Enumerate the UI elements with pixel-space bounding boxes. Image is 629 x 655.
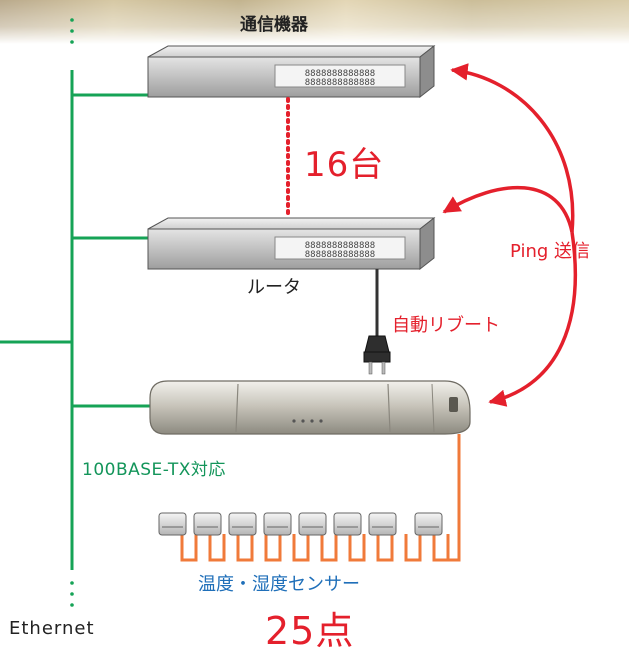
communication-device: 8888888888888 8888888888888 (147, 44, 436, 99)
sensor-icon (158, 512, 187, 536)
svg-text:8888888888888: 8888888888888 (305, 241, 375, 251)
device-count-label: 16台 (304, 145, 385, 185)
sensor-icon (228, 512, 257, 536)
sensor-icon (263, 512, 292, 536)
sensor-cable (180, 434, 461, 562)
ethernet-backbone (0, 18, 152, 607)
sensor-row (158, 512, 443, 536)
sensor-count-label: 25点 (265, 609, 355, 653)
sensor-icon (298, 512, 327, 536)
monitoring-device (149, 380, 471, 435)
ping-arrows (442, 63, 578, 407)
power-plug-icon (363, 269, 391, 375)
svg-text:8888888888888: 8888888888888 (305, 78, 375, 88)
sensor-icon (368, 512, 397, 536)
sensor-label: 温度・湿度センサー (198, 574, 360, 595)
sensor-icon (414, 512, 443, 536)
sensor-icon (333, 512, 362, 536)
device-title: 通信機器 (240, 15, 308, 35)
svg-text:8888888888888: 8888888888888 (305, 69, 375, 79)
background-photo-strip (0, 0, 629, 44)
sensor-icon (193, 512, 222, 536)
ethernet-compat-label: 100BASE-TX対応 (82, 460, 226, 480)
router-label: ルータ (247, 277, 301, 298)
ethernet-label: Ethernet (9, 618, 95, 639)
ping-label: Ping 送信 (510, 241, 591, 262)
router: 8888888888888 8888888888888 (147, 216, 436, 271)
auto-reboot-label: 自動リブート (392, 315, 500, 336)
svg-text:8888888888888: 8888888888888 (305, 250, 375, 260)
